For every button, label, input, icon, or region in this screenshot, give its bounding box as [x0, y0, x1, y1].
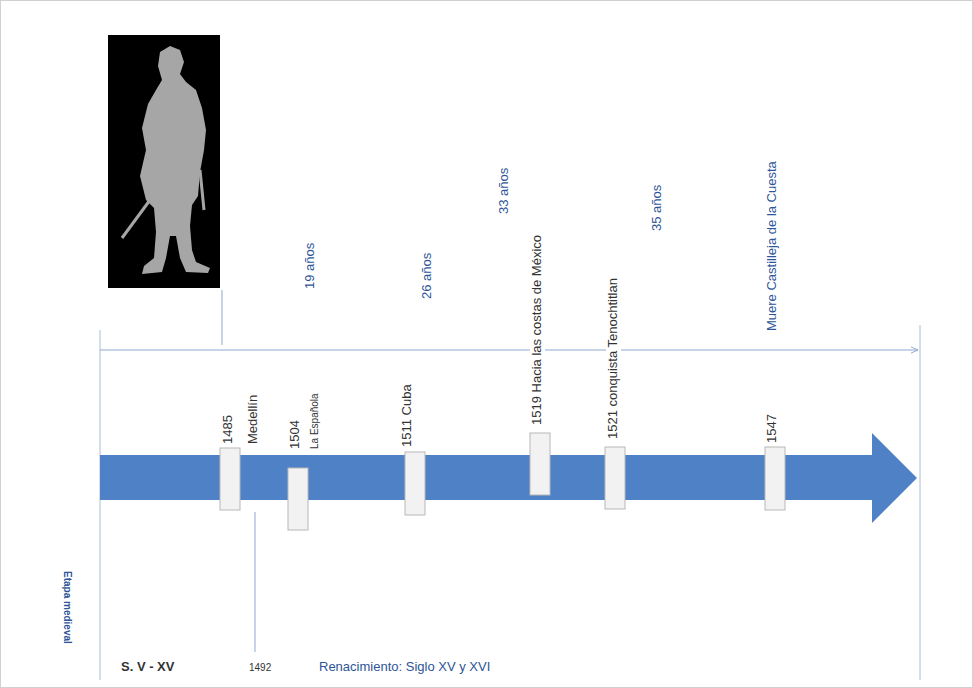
era-divider: [920, 325, 921, 680]
age-label: 33 años: [497, 167, 512, 215]
leader-line: [222, 290, 223, 345]
time-axis: [100, 350, 918, 351]
timeline-arrowhead: [872, 433, 917, 523]
year-label: 1504: [288, 419, 303, 450]
year-label: 1485: [221, 414, 236, 445]
era-label: Renacimiento: Siglo XV y XVI: [318, 660, 491, 675]
event-label: 1511 Cuba: [400, 383, 415, 448]
hilt-silhouette: [200, 170, 204, 210]
year-marker: [765, 447, 785, 510]
year-marker: [220, 448, 240, 510]
leader-line: [255, 512, 256, 652]
age-label: 19 años: [303, 242, 318, 290]
year-marker: [605, 447, 625, 509]
age-label: 35 años: [650, 184, 665, 232]
era-label: S. V - XV: [120, 660, 175, 675]
place-label: La Española: [309, 392, 321, 450]
era-divider: [100, 330, 101, 680]
year-marker: [405, 452, 425, 515]
year-label: 1492: [248, 662, 272, 674]
event-label: 1519 Hacia las costas de México: [530, 234, 545, 426]
event-label: 1521 conquista Tenochtitlan: [606, 277, 621, 440]
timeline-band: [100, 455, 873, 500]
portrait-frame: [108, 35, 220, 288]
year-label: 1547: [765, 413, 780, 444]
event-label: Muere Castilleja de la Cuesta: [765, 160, 780, 332]
year-marker: [288, 468, 308, 530]
place-label: Medellín: [246, 394, 261, 445]
era-label: Etapa medieval: [62, 570, 74, 645]
sword-silhouette: [122, 200, 150, 238]
conquistador-silhouette: [140, 46, 210, 274]
year-marker: [530, 433, 550, 495]
age-label: 26 años: [420, 252, 435, 300]
